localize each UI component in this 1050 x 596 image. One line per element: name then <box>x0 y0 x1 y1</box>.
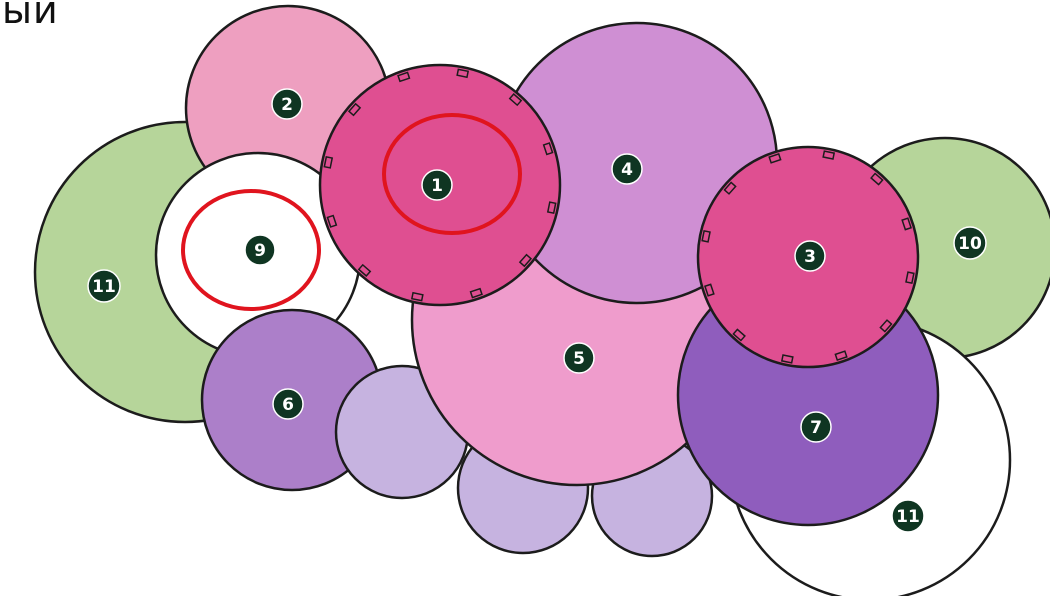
number-badge-text: 3 <box>804 247 816 267</box>
number-badge-2: 2 <box>272 89 302 119</box>
number-badge-text: 10 <box>958 234 982 254</box>
number-badge-11-left: 11 <box>88 270 120 302</box>
number-badge-9: 9 <box>245 235 275 265</box>
number-badge-10: 10 <box>954 227 986 259</box>
number-badge-text: 11 <box>92 277 116 297</box>
number-badge-7: 7 <box>801 412 831 442</box>
number-badge-4: 4 <box>612 154 642 184</box>
number-badge-text: 1 <box>431 176 443 196</box>
number-badge-6: 6 <box>273 389 303 419</box>
number-badge-1: 1 <box>422 170 452 200</box>
number-badge-text: 9 <box>254 241 266 261</box>
number-badge-text: 2 <box>281 95 293 115</box>
number-badge-text: 11 <box>896 507 920 527</box>
number-badge-11-right: 11 <box>892 500 924 532</box>
number-badge-text: 6 <box>282 395 294 415</box>
number-badge-3: 3 <box>795 241 825 271</box>
number-badge-text: 5 <box>573 349 585 369</box>
number-badge-5: 5 <box>564 343 594 373</box>
number-badge-text: 4 <box>621 160 633 180</box>
number-badge-text: 7 <box>810 418 822 438</box>
